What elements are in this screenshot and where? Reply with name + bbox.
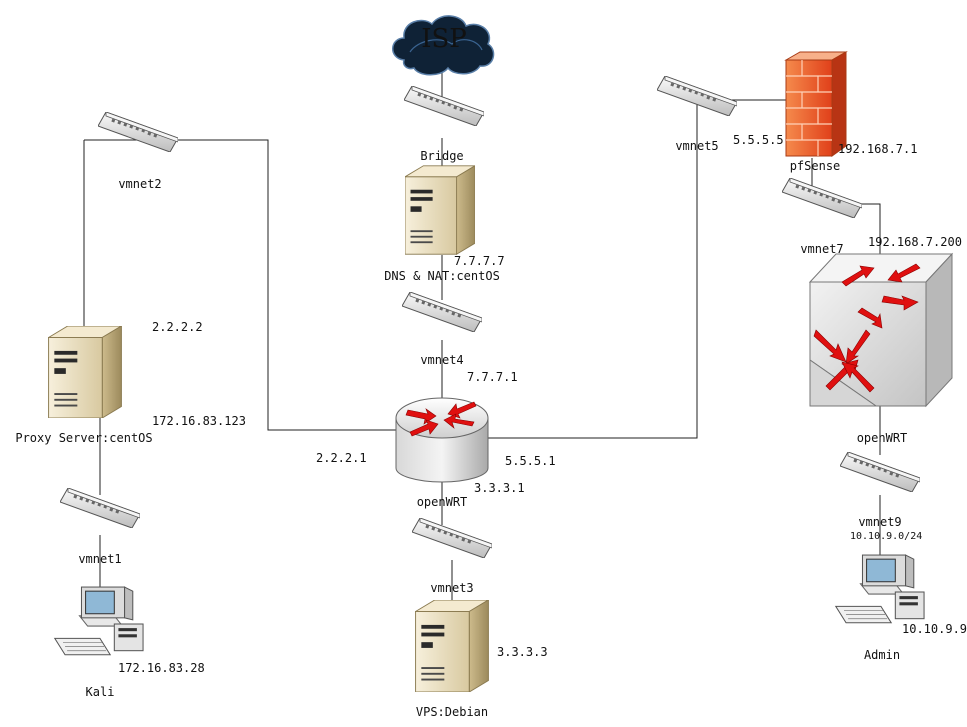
switch-vmnet9-label: vmnet9 <box>858 515 901 529</box>
isp-cloud: ISP <box>392 15 495 76</box>
l3-switch-icon <box>808 252 954 408</box>
ip-label-dns-nat: 7.7.7.7 <box>454 254 505 268</box>
ip-label-proxy-vmnet1: 172.16.83.123 <box>152 414 246 428</box>
switch-vmnet3: vmnet3 <box>412 518 492 595</box>
router-openwrt-main-label: openWRT <box>417 495 468 509</box>
switch-icon <box>840 452 920 492</box>
ip-label-kali: 172.16.83.28 <box>118 661 205 675</box>
firewall-pfsense: pfSense <box>784 51 848 173</box>
router-openwrt-main: openWRT <box>395 397 489 509</box>
firewall-icon <box>784 51 848 157</box>
connection-lines <box>83 70 881 610</box>
workstation-admin: Admin <box>835 554 925 662</box>
workstation-kali: Kali <box>54 586 144 699</box>
ip-label-proxy-vmnet2: 2.2.2.2 <box>152 320 203 334</box>
server-proxy: Proxy Server:centOS <box>15 326 153 445</box>
switch-vmnet9: vmnet9 <box>840 452 920 529</box>
cloud-icon <box>392 15 495 76</box>
ip-label-admin: 10.10.9.9 <box>902 622 967 636</box>
workstation-icon <box>54 586 144 656</box>
workstation-kali-label: Kali <box>86 685 115 699</box>
switch-icon <box>782 178 862 218</box>
ip-label-pfsense-lan: 192.168.7.1 <box>838 142 917 156</box>
isp-label: ISP <box>421 24 467 54</box>
server-dns-nat: DNS & NAT:centOS <box>384 165 500 283</box>
ip-labels: 7.7.7.7 7.7.7.1 2.2.2.2 172.16.83.123 2.… <box>118 133 967 675</box>
server-vps-label: VPS:Debian <box>416 705 488 719</box>
server-icon <box>48 326 122 418</box>
switch-vmnet2-label: vmnet2 <box>118 177 161 191</box>
switch-vmnet4-label: vmnet4 <box>420 353 463 367</box>
ip-label-router-vmnet2: 2.2.2.1 <box>316 451 367 465</box>
switch-vmnet2: vmnet2 <box>98 112 178 191</box>
ip-label-openwrt-right-wan: 192.168.7.200 <box>868 235 962 249</box>
router-openwrt-right-label: openWRT <box>857 431 908 445</box>
switch-vmnet5-label: vmnet5 <box>675 139 718 153</box>
ip-label-pfsense-wan: 5.5.5.5 <box>733 133 784 147</box>
router-openwrt-right: openWRT <box>808 252 954 445</box>
wire-router-vmnet5 <box>488 100 698 439</box>
switch-vmnet5: vmnet5 <box>657 76 737 153</box>
switch-icon <box>404 86 484 126</box>
switch-vmnet3-label: vmnet3 <box>430 581 473 595</box>
switch-vmnet1: vmnet1 <box>60 488 140 566</box>
switch-vmnet4: vmnet4 <box>402 292 482 367</box>
switch-vmnet1-label: vmnet1 <box>78 552 121 566</box>
switch-vmnet7-label: vmnet7 <box>800 242 843 256</box>
ip-label-router-vmnet5: 5.5.5.1 <box>505 454 556 468</box>
server-proxy-label: Proxy Server:centOS <box>15 431 152 445</box>
ip-label-vps: 3.3.3.3 <box>497 645 548 659</box>
router-icon <box>395 397 489 483</box>
switch-icon <box>412 518 492 558</box>
ip-label-router-vmnet3: 3.3.3.1 <box>474 481 525 495</box>
switch-bridge: Bridge <box>404 86 484 163</box>
server-icon <box>405 165 475 255</box>
firewall-pfsense-label: pfSense <box>790 159 841 173</box>
server-icon <box>415 600 489 692</box>
switch-icon <box>98 112 178 152</box>
server-dns-nat-label: DNS & NAT:centOS <box>384 269 500 283</box>
switch-vmnet7: vmnet7 <box>782 178 862 256</box>
workstation-admin-label: Admin <box>864 648 900 662</box>
workstation-icon <box>835 554 925 624</box>
ip-label-router-vmnet4: 7.7.7.1 <box>467 370 518 384</box>
server-vps: VPS:Debian <box>415 600 489 719</box>
switch-bridge-label: Bridge <box>420 149 463 163</box>
ip-label-admin-subnet: 10.10.9.0/24 <box>850 531 922 542</box>
